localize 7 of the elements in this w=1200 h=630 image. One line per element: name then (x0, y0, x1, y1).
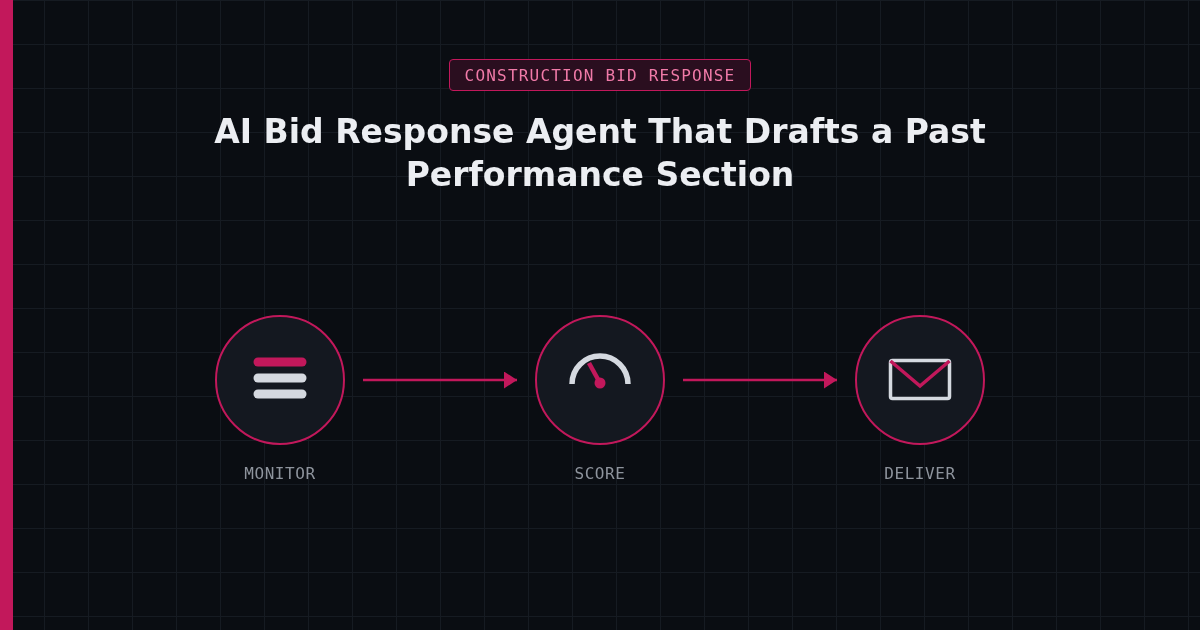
step-label: DELIVER (884, 464, 956, 484)
arrow (683, 371, 837, 389)
step-label: MONITOR (244, 464, 316, 484)
title: AI Bid Response Agent That Drafts a Past Performance Section (213, 111, 987, 196)
step-label: SCORE (574, 464, 626, 484)
arrow (363, 371, 517, 389)
category-tag: CONSTRUCTION BID RESPONSE (449, 59, 751, 91)
